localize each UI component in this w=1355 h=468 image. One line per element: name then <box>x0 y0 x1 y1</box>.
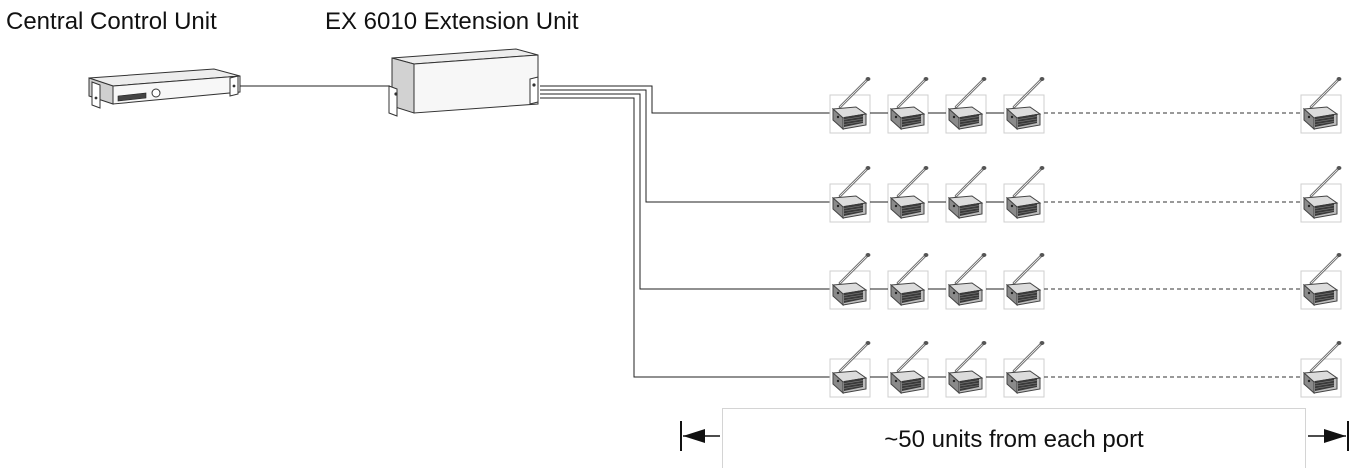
extension-unit <box>388 48 539 117</box>
scale-label: ~50 units from each port <box>884 426 1144 453</box>
right-arrow-icon <box>1324 429 1346 443</box>
scale-box: ~50 units from each port <box>722 408 1306 468</box>
left-arrow-icon <box>683 429 705 443</box>
port-cables <box>540 85 832 378</box>
central-control-unit <box>88 68 241 109</box>
port-3-chain <box>830 253 1341 309</box>
port-3-cable <box>540 93 832 290</box>
port-2-chain <box>830 166 1341 222</box>
port-4-cable <box>540 97 832 378</box>
scale-indicator <box>680 421 1349 451</box>
port-2-cable <box>540 89 832 203</box>
port-1-cable <box>540 85 832 114</box>
port-4-chain <box>830 341 1341 397</box>
extension-unit-label: EX 6010 Extension Unit <box>325 8 579 35</box>
port-1-chain <box>830 77 1341 133</box>
central-control-unit-label: Central Control Unit <box>6 8 217 35</box>
